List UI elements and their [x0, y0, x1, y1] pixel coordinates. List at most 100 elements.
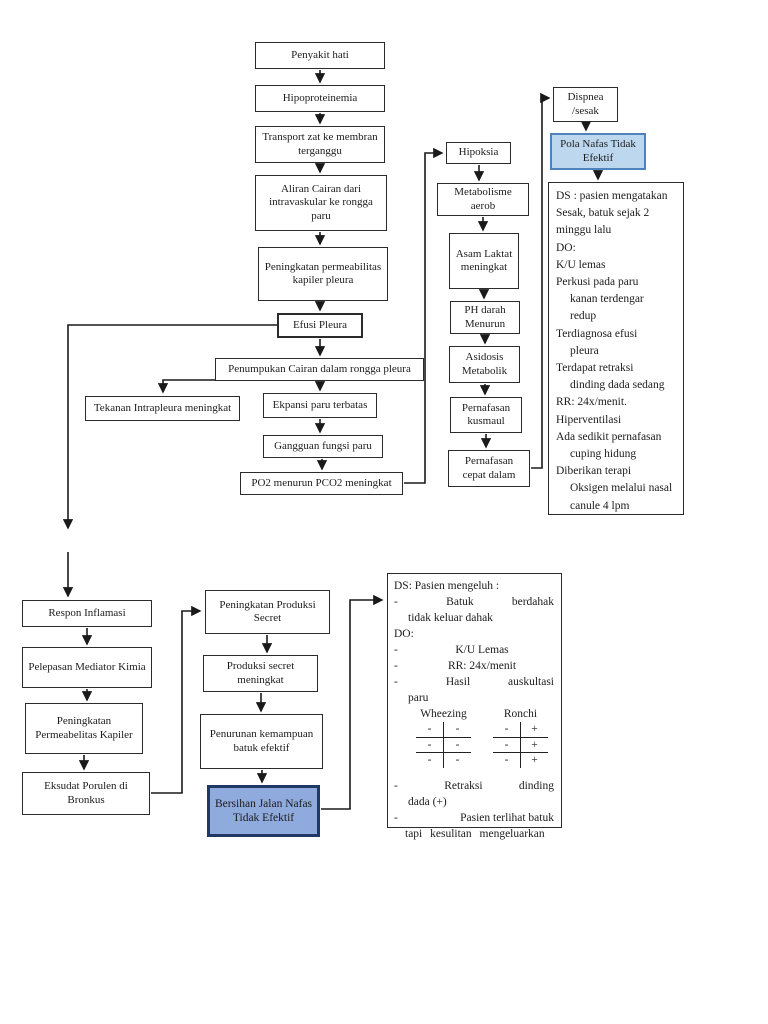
text-line: canule 4 lpm: [570, 499, 630, 512]
text-fragment: Pasien terlihat batuk: [460, 811, 554, 824]
text-line: - Batuk berdahak: [394, 594, 556, 610]
auscultation-row: --: [416, 722, 471, 737]
text-line: K/U lemas: [556, 258, 606, 271]
arrow-connector: [404, 147, 444, 484]
node-respon-inflamasi: Respon Inflamasi: [22, 600, 152, 627]
text-line: - Hasil auskultasi: [394, 674, 556, 690]
node-produksi-secret-meningkat: Produksi secret meningkat: [203, 655, 318, 692]
text-line: Terdiagnosa efusi: [556, 327, 638, 340]
node-dispnea-sesak: Dispnea /sesak: [553, 87, 618, 122]
text-line: DO:: [394, 628, 414, 640]
text-line: - K/U Lemas: [394, 642, 556, 658]
auscultation-cell: +: [531, 723, 538, 735]
text-line: Hiperventilasi: [556, 413, 622, 426]
text-fragment: RR: 24x/menit: [447, 660, 517, 672]
arrow-connector: [157, 379, 215, 394]
wheezing-header: Wheezing: [420, 708, 467, 720]
auscultation-cell: +: [531, 754, 538, 766]
text-line: Sesak, batuk sejak 2: [556, 207, 650, 220]
text-fragment: -: [394, 811, 398, 824]
node-hipoksia: Hipoksia: [446, 142, 511, 164]
wheezing-grid: Wheezing ------: [416, 707, 471, 768]
auscultation-cell: -: [493, 737, 521, 752]
node-pola-nafas-tidak-efektif: Pola Nafas Tidak Efektif: [550, 133, 646, 170]
text-line: Oksigen melalui nasal: [570, 482, 673, 495]
node-efusi-pleura: Efusi Pleura: [277, 313, 363, 338]
node-peningkatan-produksi-secret: Peningkatan Produksi Secret: [205, 590, 330, 634]
text-line: Diberikan terapi: [556, 465, 632, 478]
node-pernafasan-kusmaul: Pernafasan kusmaul: [450, 397, 522, 433]
text-line: pleura: [570, 344, 599, 357]
auscultation-cell: -: [455, 754, 460, 766]
auscultation-grids: Wheezing ------ Ronchi -+-+-+: [394, 707, 556, 768]
text-fragment: Batuk: [446, 596, 474, 608]
node-bersihan-jalan-nafas: Bersihan Jalan Nafas Tidak Efektif: [207, 785, 320, 837]
auscultation-cell: -: [455, 723, 460, 735]
auscultation-cell: -: [416, 737, 444, 752]
ronchi-header: Ronchi: [503, 708, 538, 720]
ronchi-grid: Ronchi -+-+-+: [493, 707, 548, 768]
node-penurunan-kemampuan-batuk: Penurunan kemampuan batuk efektif: [200, 714, 323, 769]
text-line: kanan terdengar: [570, 293, 644, 306]
text-fragment: auskultasi: [508, 676, 554, 688]
text-line: tidak keluar dahak: [408, 612, 493, 624]
text-line: Perkusi pada paru: [556, 276, 639, 289]
auscultation-row: -+: [493, 722, 548, 737]
node-peningkatan-permeabilitas-pleura: Peningkatan permeabilitas kapiler pleura: [258, 247, 388, 301]
text-line: redup: [570, 310, 597, 323]
arrow-connector: [151, 605, 202, 794]
text-fragment: berdahak: [511, 596, 554, 608]
node-po2-menurun: PO2 menurun PCO2 meningkat: [240, 472, 403, 495]
auscultation-cell: -: [493, 753, 521, 768]
text-fragment: -: [394, 676, 398, 688]
auscultation-cell: +: [531, 738, 538, 751]
text-line: RR: 24x/menit.: [556, 396, 627, 409]
node-peningkatan-permeabelitas-kapiler: Peningkatan Permeabelitas Kapiler: [25, 703, 143, 754]
auscultation-row: -+: [493, 752, 548, 768]
node-ph-darah-menurun: PH darah Menurun: [450, 301, 520, 334]
text-fragment: Retraksi: [444, 779, 483, 792]
node-penumpukan-cairan: Penumpukan Cairan dalam rongga pleura: [215, 358, 424, 381]
node-ekpansi-paru: Ekpansi paru terbatas: [263, 393, 377, 418]
node-tekanan-intrapleura: Tekanan Intrapleura meningkat: [85, 396, 240, 421]
text-fragment: -: [394, 596, 398, 608]
auscultation-row: -+: [493, 736, 548, 752]
text-line: tapi kesulitan mengeluarkan: [405, 827, 545, 840]
auscultation-row: --: [416, 752, 471, 768]
arrow-connector: [62, 324, 277, 530]
node-penyakit-hati: Penyakit hati: [255, 42, 385, 69]
node-metabolisme-aerob: Metabolisme aerob: [437, 183, 529, 216]
text-line: - Pasien terlihat batuk: [394, 810, 556, 826]
node-transport-zat: Transport zat ke membran terganggu: [255, 126, 385, 163]
node-pernafasan-cepat-dalam: Pernafasan cepat dalam: [448, 450, 530, 487]
arrow-connector: [531, 92, 551, 469]
text-line: dada (+): [408, 795, 447, 808]
text-line: dinding dada sedang: [570, 379, 665, 392]
text-line: DS: Pasien mengeluh :: [394, 580, 500, 592]
node-pelepasan-mediator: Pelepasan Mediator Kimia: [22, 647, 152, 688]
text-fragment: -: [394, 644, 398, 656]
node-asam-laktat: Asam Laktat meningkat: [449, 233, 519, 289]
text-line: DS : pasien mengatakan: [556, 190, 668, 202]
text-line: - RR: 24x/menit: [394, 658, 556, 674]
arrow-connector: [321, 594, 384, 810]
text-line: Ada sedikit pernafasan: [556, 430, 662, 443]
node-asidosis-metabolik: Asidosis Metabolik: [449, 346, 520, 383]
auscultation-row: --: [416, 736, 471, 752]
ds-do-bersihan-panel: DS: Pasien mengeluh : - Batuk berdahak tidak…: [387, 573, 562, 840]
auscultation-cell: -: [416, 753, 444, 768]
node-hipoproteinemia: Hipoproteinemia: [255, 85, 385, 112]
text-fragment: Hasil: [445, 676, 471, 688]
text-line: paru: [408, 692, 429, 704]
text-line: DO:: [556, 241, 576, 254]
node-gangguan-fungsi-paru: Gangguan fungsi paru: [263, 435, 383, 458]
text-fragment: -: [394, 660, 398, 672]
text-fragment: K/U Lemas: [455, 644, 509, 656]
text-fragment: -: [394, 779, 398, 792]
text-line: Terdapat retraksi: [556, 362, 634, 375]
auscultation-cell: -: [493, 722, 521, 737]
